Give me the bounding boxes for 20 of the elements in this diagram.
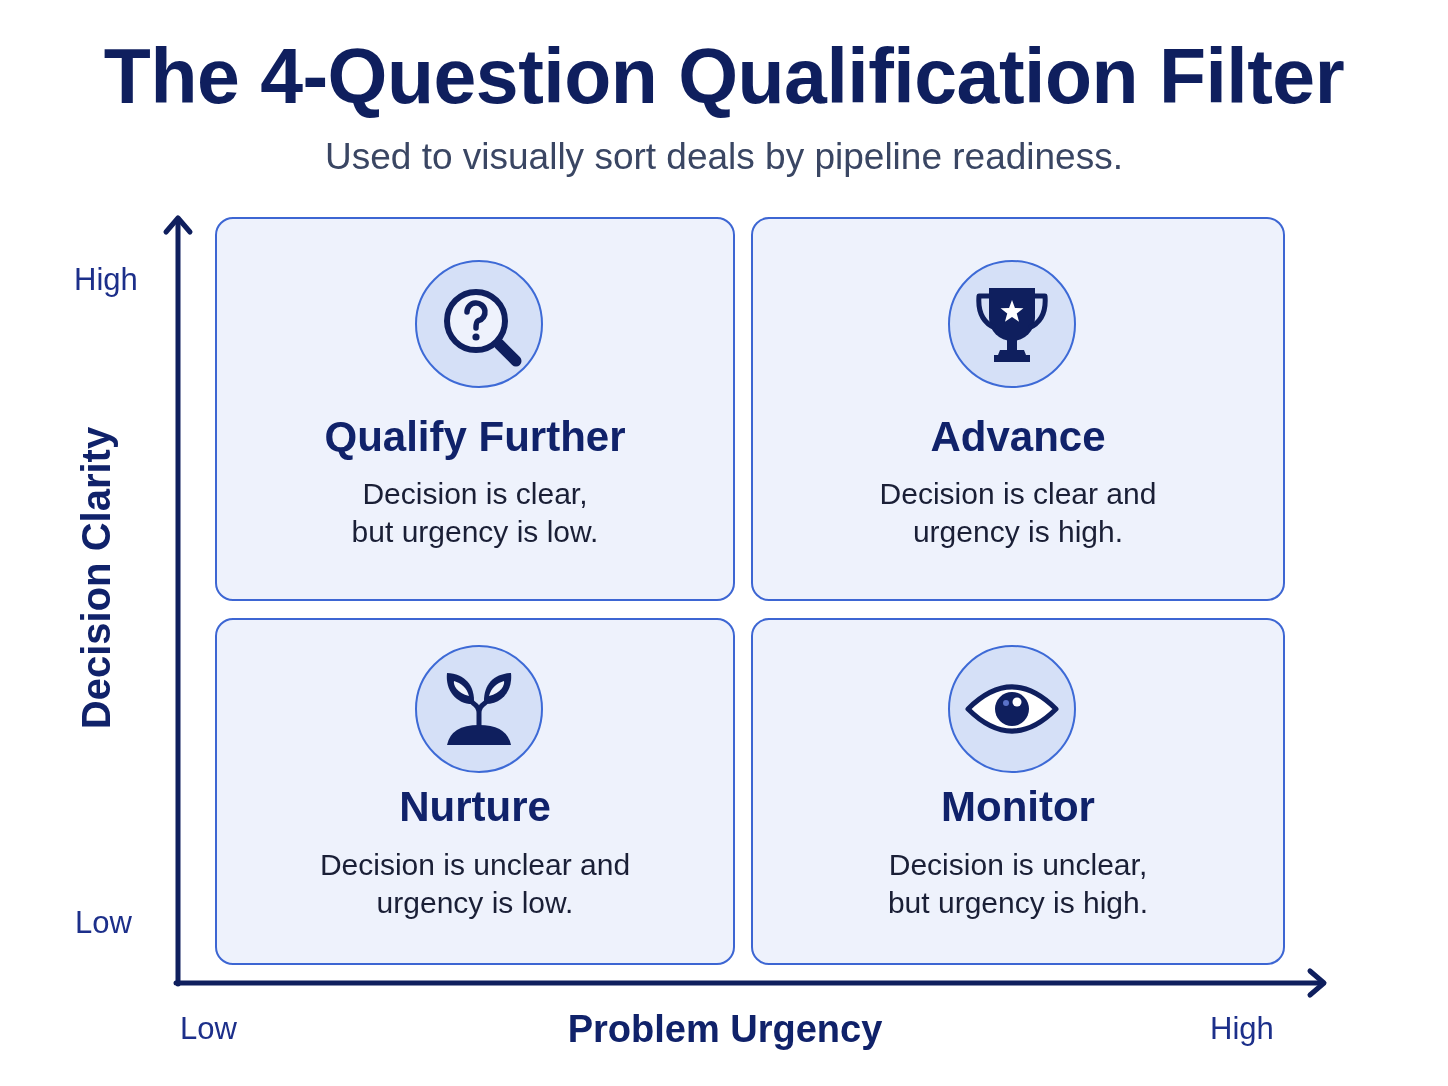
quadrant-description: Decision is clear and urgency is high. <box>878 476 1158 550</box>
quadrant-card <box>751 217 1285 601</box>
quadrant-title: Monitor <box>940 783 1096 831</box>
axis-tick-label: High <box>1210 1011 1274 1047</box>
axis-tick-label: Low <box>75 905 132 941</box>
quadrant-description: Decision is clear, but urgency is low. <box>350 476 600 550</box>
chart-title: The 4-Question Qualification Filter <box>102 32 1346 121</box>
quadrant-card <box>751 618 1285 965</box>
quadrant-description: Decision is unclear and urgency is low. <box>318 847 632 921</box>
quadrant-card <box>215 217 735 601</box>
quadrant-title: Nurture <box>398 783 552 831</box>
axis-title: Problem Urgency <box>567 1008 883 1051</box>
axis-tick-label: High <box>74 262 138 298</box>
axis-tick-label: Low <box>180 1011 237 1047</box>
quadrant-title: Advance <box>929 413 1107 461</box>
subtitle: Used to visually sort deals by pipeline readiness. <box>324 136 1124 178</box>
axis-title: Decision Clarity <box>73 426 119 730</box>
quadrant-description: Decision is unclear, but urgency is high. <box>886 847 1150 921</box>
quadrant-card <box>215 618 735 965</box>
quadrant-title: Qualify Further <box>323 413 627 461</box>
